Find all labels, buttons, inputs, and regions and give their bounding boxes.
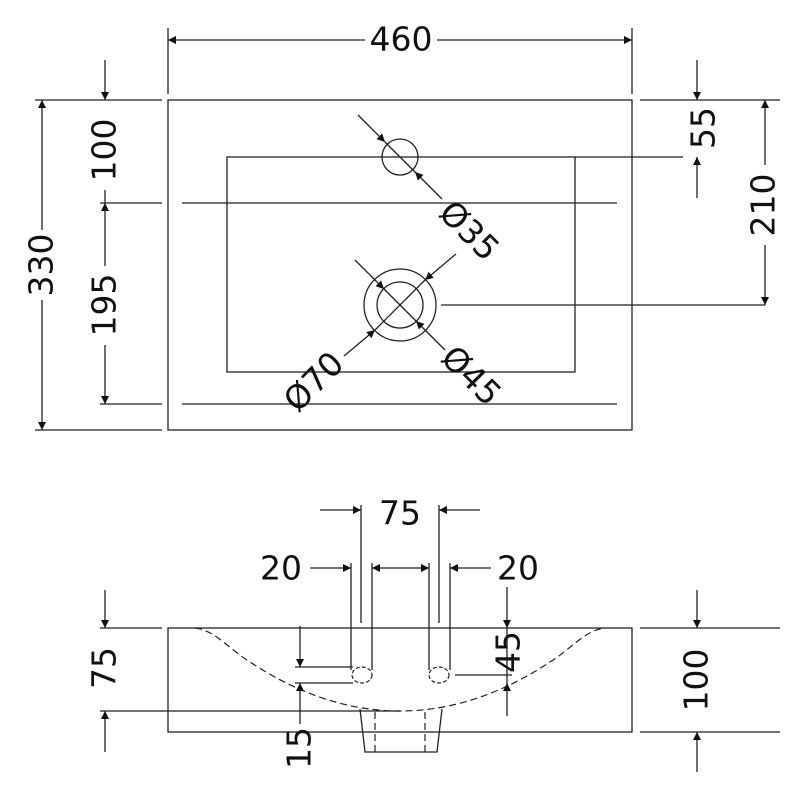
front-to-bowl-label: 100: [85, 119, 124, 182]
tap-hole-offset-label: 55: [684, 107, 723, 149]
top-view: Ø35 Ø70 Ø45 460 330 100 195: [22, 20, 783, 431]
tap-hole: [381, 138, 419, 176]
tap-hole-left: [351, 666, 373, 684]
left-hole-width-label: 20: [260, 549, 302, 588]
right-hole-width-label: 20: [497, 549, 539, 588]
hole-height-label: 15: [280, 727, 319, 769]
waste-inner: [376, 281, 424, 329]
tap-hole-diameter-label: Ø35: [432, 193, 508, 269]
overall-height-label: 100: [677, 649, 716, 712]
bowl-depth-label: 195: [85, 274, 124, 337]
depth-dimension-label: 330: [22, 234, 61, 297]
tap-centres-label: 75: [379, 494, 421, 533]
basin-depth-label: 75: [85, 647, 124, 689]
hole-depth-label: 45: [489, 631, 528, 673]
waste-outlet: [359, 708, 443, 753]
waste-outer-diameter-label: Ø70: [276, 344, 352, 420]
basin-side-outline: [167, 627, 633, 733]
waste-outer: [363, 268, 437, 342]
width-dimension-label: 460: [370, 20, 433, 59]
basin-outline: [167, 99, 633, 431]
bowl-profile: [194, 627, 606, 712]
basin-bowl-outline: [226, 156, 576, 373]
tap-hole-right: [428, 666, 450, 684]
waste-offset-label: 210: [744, 174, 783, 237]
side-view: 75 20 20 45 15 75 100: [85, 494, 780, 772]
